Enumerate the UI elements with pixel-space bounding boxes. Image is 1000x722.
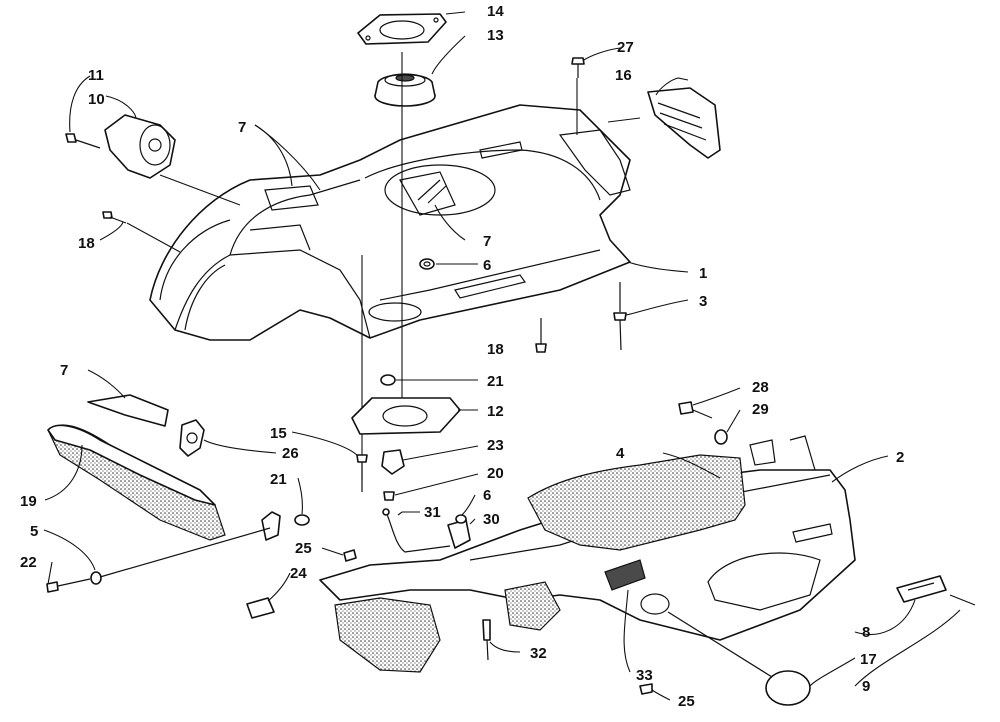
callout-7-lower: 7: [60, 362, 68, 379]
callout-20: 20: [487, 465, 504, 482]
bolt-28: [678, 401, 713, 419]
plug-17: [667, 611, 811, 706]
decal-7-hood-right: [399, 171, 456, 216]
callout-18-center: 18: [487, 341, 504, 358]
callout-1: 1: [699, 265, 707, 282]
callout-28: 28: [752, 379, 769, 396]
intake-horn-10: [104, 114, 176, 179]
screw-25-upper: [343, 549, 357, 562]
callout-3: 3: [699, 293, 707, 310]
callout-24: 24: [290, 565, 307, 582]
callout-5: 5: [30, 523, 38, 540]
plate-14: [357, 13, 447, 45]
running-board-19: [47, 424, 226, 541]
leader-lines: [43, 11, 961, 701]
callout-31: 31: [424, 504, 441, 521]
plate-12: [351, 397, 461, 435]
bolt-20: [383, 491, 395, 501]
screw-18-center: [535, 318, 547, 353]
callout-21-center: 21: [487, 373, 504, 390]
callout-27: 27: [617, 39, 634, 56]
callout-13: 13: [487, 27, 504, 44]
callout-4: 4: [616, 445, 625, 462]
nut-21-left: [294, 514, 310, 526]
callout-14: 14: [487, 3, 504, 20]
nut-6-lower: [455, 514, 467, 524]
callout-15: 15: [270, 425, 287, 442]
screw-18-left: [102, 211, 127, 224]
rivet-3: [613, 282, 627, 351]
bracket-23: [381, 449, 405, 475]
screw-25-lower: [639, 683, 653, 695]
callout-2: 2: [896, 449, 904, 466]
screw-27: [571, 57, 585, 78]
nut-21-center: [380, 374, 396, 386]
callout-25-lower: 25: [678, 693, 695, 710]
callout-6-upper: 6: [483, 257, 491, 274]
callout-8: 8: [862, 624, 870, 641]
bolt-22: [46, 578, 91, 593]
screw-11: [65, 133, 101, 149]
clip-26: [179, 419, 205, 457]
callout-26: 26: [282, 445, 299, 462]
callout-17: 17: [860, 651, 877, 668]
callout-23: 23: [487, 437, 504, 454]
bracket-30: [447, 519, 471, 549]
callout-9: 9: [862, 678, 870, 695]
clip-24: [246, 597, 275, 619]
pin-15: [356, 454, 368, 492]
callout-7-upper-right: 7: [483, 233, 491, 250]
callout-33: 33: [636, 667, 653, 684]
nut-6-upper: [419, 258, 435, 270]
callout-16: 16: [615, 67, 632, 84]
insulation-panel-4: [527, 454, 746, 551]
callout-labels: 11 10 7 18 14 13 27 16 7 6 1 3 18 21 12 …: [20, 3, 904, 710]
bracket-plate-5-mount: [261, 511, 281, 541]
lower-skid: [334, 581, 561, 673]
rivet-32: [482, 619, 491, 661]
decal-7-lower: [87, 394, 169, 427]
callout-22: 22: [20, 554, 37, 571]
upper-body-pan: [149, 104, 631, 341]
washer-29: [714, 429, 728, 445]
callout-21-left: 21: [270, 471, 287, 488]
reflector-8: [896, 575, 976, 606]
callout-29: 29: [752, 401, 769, 418]
callout-32: 32: [530, 645, 547, 662]
vent-33: [604, 559, 646, 591]
callout-12: 12: [487, 403, 504, 420]
boot-13: [374, 73, 436, 107]
callout-6-lower: 6: [483, 487, 491, 504]
cable-31: [382, 508, 451, 553]
washer-5: [90, 527, 271, 585]
vent-grille-16: [647, 87, 721, 159]
callout-7-upper-left: 7: [238, 119, 246, 136]
callout-19: 19: [20, 493, 37, 510]
callout-11: 11: [88, 67, 104, 84]
callout-10: 10: [88, 91, 105, 108]
decal-7-hood-left: [264, 185, 319, 211]
callout-25-upper: 25: [295, 540, 312, 557]
callout-18-left: 18: [78, 235, 95, 252]
callout-30: 30: [483, 511, 500, 528]
